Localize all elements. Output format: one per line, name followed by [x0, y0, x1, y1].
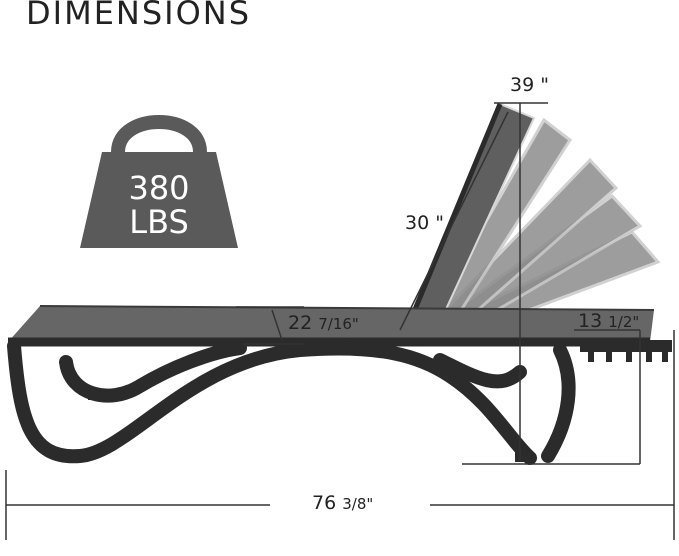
wheels	[580, 340, 672, 362]
weight-value: 380	[128, 169, 190, 207]
weight-unit: LBS	[129, 203, 189, 241]
wheel-height-label: 13 1/2"	[578, 310, 639, 332]
total-length-frac: 3/8"	[342, 495, 374, 513]
total-length-label: 76 3/8"	[312, 492, 373, 514]
seat-height-label: 22 7/16"	[288, 312, 359, 334]
backrest-height-label: 39 "	[510, 74, 549, 96]
frame	[7, 339, 576, 465]
backrest-length-label: 30 "	[405, 212, 444, 234]
weight-bag-icon	[80, 115, 238, 248]
page-title: DIMENSIONS	[26, 0, 252, 32]
total-length-main: 76	[312, 492, 337, 514]
seat-height-main: 22	[288, 312, 313, 334]
frame-feet	[60, 392, 533, 462]
wheel-height-main: 13	[578, 310, 603, 332]
wheel-height-frac: 1/2"	[608, 313, 640, 331]
seat-height-frac: 7/16"	[318, 315, 359, 333]
dimension-lines	[5, 102, 675, 540]
